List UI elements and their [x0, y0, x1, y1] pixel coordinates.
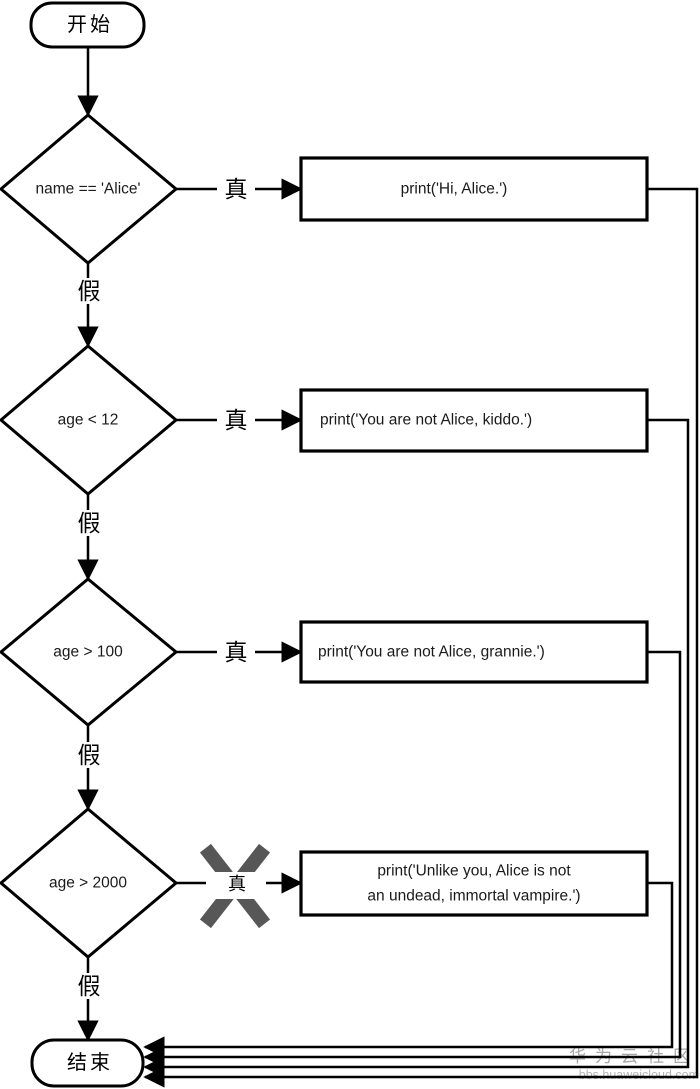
- start-node-shape: [29, 1, 146, 49]
- edge-process3-to-end: [143, 650, 682, 1068]
- decision3-label: age > 100: [53, 644, 123, 661]
- decision4-shape: [0, 807, 179, 959]
- end-node-label: 结束: [67, 1051, 113, 1074]
- process3-shape: [299, 620, 649, 684]
- false1-label-bg: [74, 278, 102, 304]
- false2-label: 假: [78, 510, 101, 536]
- false4-label: 假: [78, 973, 101, 999]
- process2-shape: [299, 388, 649, 453]
- false1-label: 假: [78, 278, 101, 304]
- true1-label: 真: [225, 176, 248, 202]
- decision3-shape: [0, 577, 179, 727]
- process4-label-line1: print('Unlike you, Alice is not: [377, 863, 571, 880]
- never-taken-cross-mark: [199, 843, 271, 929]
- decision1-label: name == 'Alice': [35, 181, 140, 198]
- true2-label: 真: [225, 407, 248, 433]
- process1-shape: [299, 156, 649, 222]
- decision2-label: age < 12: [58, 412, 119, 429]
- true2-label-bg: [217, 407, 255, 434]
- decision2-shape: [0, 344, 179, 496]
- true4-label: 真: [228, 874, 246, 894]
- decision1-shape: [0, 113, 179, 265]
- start-node-label: 开始: [67, 13, 113, 36]
- false3-label-bg: [74, 742, 102, 768]
- edge-process4-to-end: [143, 881, 674, 1058]
- true3-label: 真: [225, 639, 248, 665]
- false3-label: 假: [78, 742, 101, 768]
- process4-shape: [299, 850, 649, 917]
- process3-label: print('You are not Alice, grannie.'): [318, 644, 545, 661]
- decision4-label: age > 2000: [49, 875, 127, 892]
- process2-label: print('You are not Alice, kiddo.'): [320, 412, 532, 429]
- false2-label-bg: [74, 510, 102, 536]
- edge-process2-to-end: [143, 418, 690, 1078]
- end-node-shape: [30, 1038, 145, 1088]
- true3-label-bg: [217, 639, 255, 666]
- true1-label-bg: [217, 176, 255, 203]
- watermark-url: bbs.huaweicloud.com: [579, 1068, 699, 1082]
- edge-process1-to-end: [143, 187, 699, 1088]
- cross-center-gap: [206, 872, 266, 899]
- process1-label: print('Hi, Alice.'): [401, 181, 508, 198]
- false4-label-bg: [74, 973, 102, 999]
- process4-label-line2: an undead, immortal vampire.'): [367, 888, 580, 905]
